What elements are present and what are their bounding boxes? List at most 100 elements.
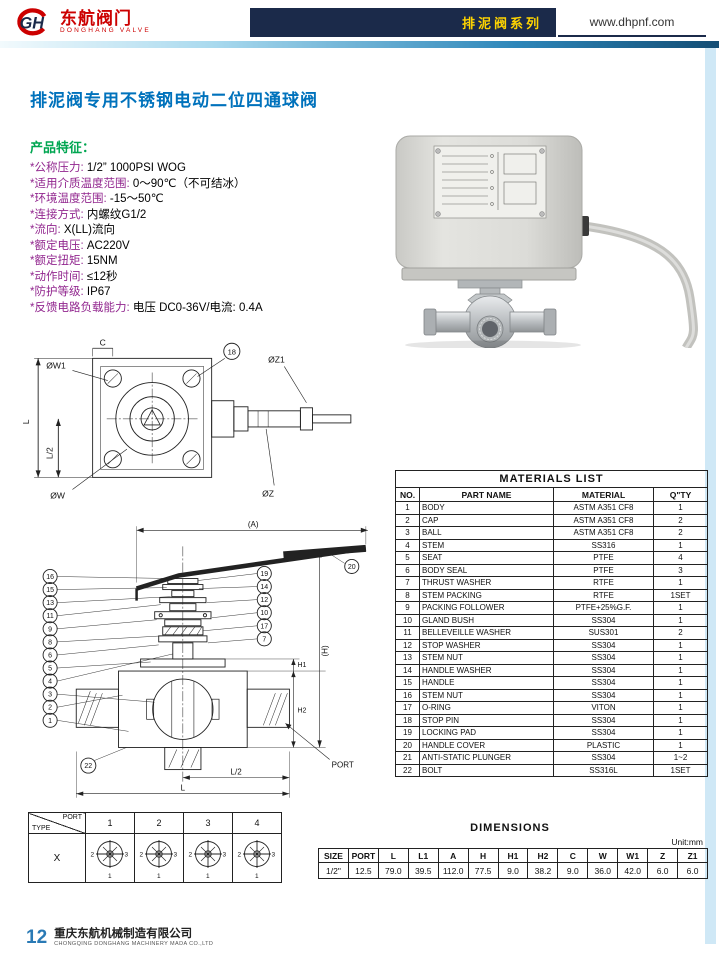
page-number: 12	[26, 927, 48, 948]
plan-view-drawing: L L/2 C ØW1 ØZ1 ØW ØZ 18	[20, 336, 368, 528]
dimensions-value-cell: 1/2"	[318, 862, 349, 879]
cell-qty: 1	[652, 663, 709, 677]
cell-material: SUS301	[553, 626, 654, 640]
cell-no: 8	[395, 588, 420, 602]
valve-photo-illustration	[395, 135, 698, 348]
dimensions-value-cell: 38.2	[527, 862, 559, 879]
cell-qty: 1	[652, 688, 709, 702]
feature-value: 0～90℃（不可结冰）	[132, 177, 246, 190]
cell-no: 15	[395, 676, 420, 690]
page-footer: 12 重庆东航机械制造有限公司 CHONGQING DONGHANG MACHI…	[26, 928, 213, 947]
callout: 12	[260, 597, 268, 604]
cell-material: RTFE	[553, 576, 654, 590]
table-row: 8 STEM PACKING RTFE 1SET	[395, 588, 709, 602]
port-mark-bottom: 1	[255, 873, 259, 880]
cell-no: 7	[395, 576, 420, 590]
dimensions-value-cell: 39.5	[407, 862, 439, 879]
cell-qty: 1	[652, 613, 709, 627]
dim-label-H2: H2	[297, 707, 306, 714]
dimensions-value-cell: 6.0	[647, 862, 679, 879]
cell-no: 2	[395, 513, 420, 527]
cell-material: PTFE+25%G.F.	[553, 601, 654, 615]
dimensions-header-cell: Z	[647, 848, 679, 863]
port-type-row-label: X	[28, 833, 86, 883]
table-row: 20 HANDLE COVER PLASTIC 1	[395, 738, 709, 752]
feature-item: *反馈电路负载能力: 电压 DC0-36V/电流: 0.4A	[30, 301, 352, 317]
cell-part-name: PACKING FOLLOWER	[419, 601, 554, 615]
features-items: *公称压力: 1/2” 1000PSI WOG *适用介质温度范围: 0～90℃…	[30, 161, 352, 316]
callout: 1	[48, 718, 52, 725]
cell-part-name: CAP	[419, 513, 554, 527]
callout: 15	[46, 587, 54, 594]
table-row: 21 ANTI-STATIC PLUNGER SS304 1~2	[395, 751, 709, 765]
table-row: 9 PACKING FOLLOWER PTFE+25%G.F. 1	[395, 601, 709, 615]
materials-body: 1 BODY ASTM A351 CF8 1 2 CAP ASTM A351 C…	[395, 501, 709, 777]
port-diagram-icon: 2 3 1	[238, 840, 276, 880]
cell-material: SS304	[553, 676, 654, 690]
feature-label: *防护等级:	[30, 286, 84, 298]
table-row: 12 STOP WASHER SS304 1	[395, 638, 709, 652]
feature-label: *适用介质温度范围:	[30, 177, 130, 190]
feature-item: *额定扭矩: 15NM	[30, 254, 352, 270]
callout-20: 20	[348, 564, 356, 571]
logo-mark-icon: GH	[17, 8, 47, 36]
materials-header-cell: NO.	[395, 487, 420, 502]
dimensions-header-cell: H	[467, 848, 499, 863]
cell-part-name: HANDLE WASHER	[419, 663, 554, 677]
cell-material: ASTM A351 CF8	[553, 526, 654, 540]
feature-value: X(LL)流向	[63, 224, 115, 236]
callout: 19	[260, 571, 268, 578]
cell-no: 12	[395, 638, 420, 652]
cell-part-name: HANDLE	[419, 676, 554, 690]
materials-title: MATERIALS LIST	[394, 470, 709, 488]
feature-label: *环境温度范围:	[30, 193, 107, 205]
cell-part-name: STEM	[419, 538, 554, 552]
dimensions-header-cell: Z1	[677, 848, 708, 863]
dimensions-value-cell: 9.0	[557, 862, 589, 879]
feature-item: *适用介质温度范围: 0～90℃（不可结冰）	[30, 177, 352, 193]
cell-part-name: STEM NUT	[419, 688, 554, 702]
cell-material: PLASTIC	[553, 738, 654, 752]
port-type-col-header: 1	[85, 812, 135, 834]
dimensions-title: DIMENSIONS	[470, 822, 550, 834]
port-mark-left: 2	[140, 852, 144, 859]
callout-22: 22	[84, 763, 92, 770]
dimensions-header-cell: A	[437, 848, 469, 863]
cell-qty: 2	[652, 626, 709, 640]
cell-part-name: STOP WASHER	[419, 638, 554, 652]
feature-value: IP67	[86, 286, 111, 298]
callout: 3	[48, 692, 52, 699]
dim-label-OZ: ØZ	[262, 489, 274, 499]
series-label: 排泥阀系列	[461, 16, 542, 31]
exploded-view-svg: 16 15 13 11 9 8 6 5 4 3 2 1 19 14 12 10 …	[42, 520, 368, 798]
cell-no: 19	[395, 726, 420, 740]
port-mark-right: 3	[174, 852, 178, 859]
port-type-col-header: 2	[134, 812, 184, 834]
brand-name: 东航阀门	[60, 8, 132, 28]
cell-no: 11	[395, 626, 420, 640]
port-type-col-header: 4	[232, 812, 282, 834]
dim-label-L: L	[181, 784, 186, 793]
callout: 11	[46, 613, 53, 620]
dim-label-A: (A)	[248, 520, 259, 529]
cell-qty: 1	[652, 638, 709, 652]
plan-view-svg: L L/2 C ØW1 ØZ1 ØW ØZ 18	[21, 337, 352, 501]
brand-name-en: DONGHANG VALVE	[60, 26, 151, 34]
cell-no: 3	[395, 526, 420, 540]
cell-qty: 1SET	[652, 763, 709, 777]
cell-no: 9	[395, 601, 420, 615]
dimensions-header-cell: SIZE	[318, 848, 349, 863]
port-diagram-cell: 2 3 1	[183, 833, 233, 883]
dimensions-header-cell: H1	[497, 848, 529, 863]
dimensions-value-cell: 9.0	[497, 862, 529, 879]
table-row: 7 THRUST WASHER RTFE 1	[395, 576, 709, 590]
cell-qty: 1	[652, 701, 709, 715]
port-diagram-icon: 2 3 1	[189, 840, 227, 880]
feature-value: AC220V	[86, 239, 130, 252]
feature-label: *公称压力:	[30, 162, 84, 174]
callout: 9	[48, 626, 52, 633]
feature-value: 内螺纹G1/2	[86, 208, 147, 221]
